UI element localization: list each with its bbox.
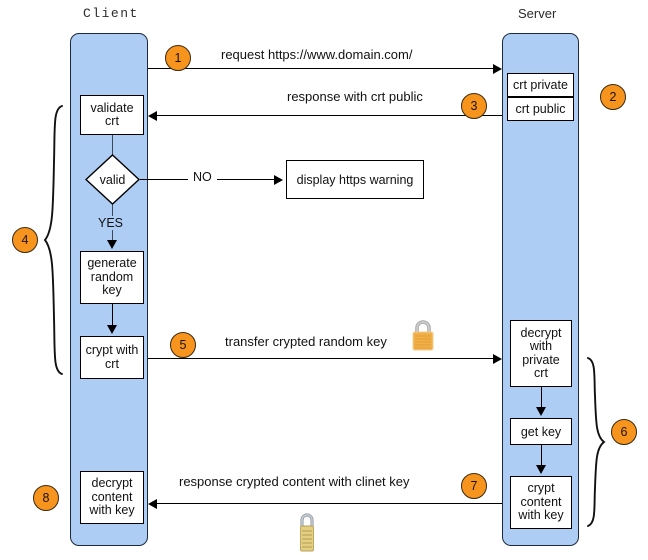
node-decrypt-with-private-crt-line3: private [522, 352, 560, 367]
step-badge-1: 1 [165, 45, 191, 71]
connector-getkey-to-crypt [540, 445, 542, 467]
message-line-7 [157, 503, 502, 505]
step-badge-2: 2 [600, 84, 626, 110]
branch-no-label: NO [188, 170, 217, 184]
node-crt-private: crt private [507, 73, 574, 97]
node-get-key: get key [510, 418, 572, 445]
node-valid-decision: valid [84, 154, 141, 205]
actor-title-server: Server [518, 6, 557, 21]
node-crypt-content-with-key-line1: crypt [527, 481, 555, 496]
node-display-https-warning-label: display https warning [296, 172, 414, 187]
node-decrypt-content-with-key-line3: with key [89, 503, 135, 518]
brace-6-shape [587, 357, 606, 527]
actor-title-client: Client [83, 6, 139, 21]
node-generate-random-key-line1: generate [87, 256, 137, 271]
message-label-1: request https://www.domain.com/ [221, 47, 413, 62]
brass-padlock-icon [296, 509, 318, 555]
node-decrypt-content-with-key-line2: content [91, 489, 133, 504]
node-get-key-label: get key [520, 424, 562, 439]
node-crypt-content-with-key-line2: content [520, 494, 562, 509]
message-arrowhead-5 [493, 353, 502, 364]
message-label-7: response crypted content with clinet key [179, 474, 410, 489]
step-badge-7: 7 [461, 473, 487, 499]
node-decrypt-with-private-crt-line1: decrypt [520, 325, 562, 340]
branch-yes-arrowhead [107, 240, 117, 249]
node-crt-private-label: crt private [513, 78, 568, 92]
message-label-3: response with crt public [287, 89, 423, 104]
connector-decrypt-to-getkey-arrowhead [536, 407, 546, 416]
node-generate-random-key-line3: key [102, 283, 122, 298]
step-badge-6: 6 [611, 419, 637, 445]
connector-validate-to-valid [111, 135, 113, 155]
connector-generate-to-crypt-arrowhead [107, 325, 117, 334]
brace-step-4 [42, 104, 66, 376]
message-line-3 [157, 115, 502, 117]
node-display-https-warning: display https warning [286, 160, 424, 199]
step-badge-4: 4 [12, 227, 38, 253]
node-decrypt-with-private-crt-line4: crt [534, 366, 548, 380]
step-badge-5: 5 [170, 332, 196, 358]
node-crt-public-label: crt public [515, 101, 566, 116]
brace-4-shape [43, 105, 63, 375]
connector-getkey-to-crypt-arrowhead [536, 465, 546, 474]
node-validate-crt-line1: validate [90, 100, 134, 115]
node-decrypt-content-with-key-line1: decrypt [91, 476, 133, 491]
node-crypt-with-crt-line1: crypt with [85, 343, 139, 357]
step-badge-3: 3 [461, 93, 487, 119]
node-generate-random-key-line2: random [90, 269, 134, 284]
step-badge-8: 8 [33, 485, 59, 511]
node-decrypt-with-private-crt-line2: with [529, 339, 553, 353]
node-crypt-with-crt-line2: crt [105, 356, 119, 371]
node-decrypt-with-private-crt: decrypt with private crt [510, 320, 572, 387]
message-label-5: transfer crypted random key [225, 334, 387, 349]
node-generate-random-key: generate random key [80, 251, 144, 304]
message-line-5 [148, 358, 496, 360]
node-crypt-with-crt: crypt with crt [80, 336, 144, 379]
message-arrowhead-7 [148, 498, 157, 509]
message-arrowhead-1 [493, 63, 502, 74]
connector-decrypt-to-getkey [540, 387, 542, 409]
node-validate-crt: validate crt [80, 95, 144, 135]
node-valid-decision-label: valid [99, 172, 126, 187]
message-arrowhead-3 [148, 110, 157, 121]
closed-padlock-icon [408, 318, 438, 352]
branch-no-arrowhead [274, 174, 283, 185]
diamond-shape [84, 154, 141, 205]
node-validate-crt-line2: crt [105, 114, 119, 128]
connector-generate-to-crypt [111, 304, 113, 327]
node-crt-public: crt public [507, 96, 574, 121]
brace-step-6 [585, 356, 607, 528]
node-crypt-content-with-key-line3: with key [518, 508, 564, 523]
node-decrypt-content-with-key: decrypt content with key [80, 471, 144, 524]
message-line-1 [148, 68, 496, 70]
branch-yes-label: YES [96, 216, 126, 230]
node-crypt-content-with-key: crypt content with key [510, 476, 572, 529]
